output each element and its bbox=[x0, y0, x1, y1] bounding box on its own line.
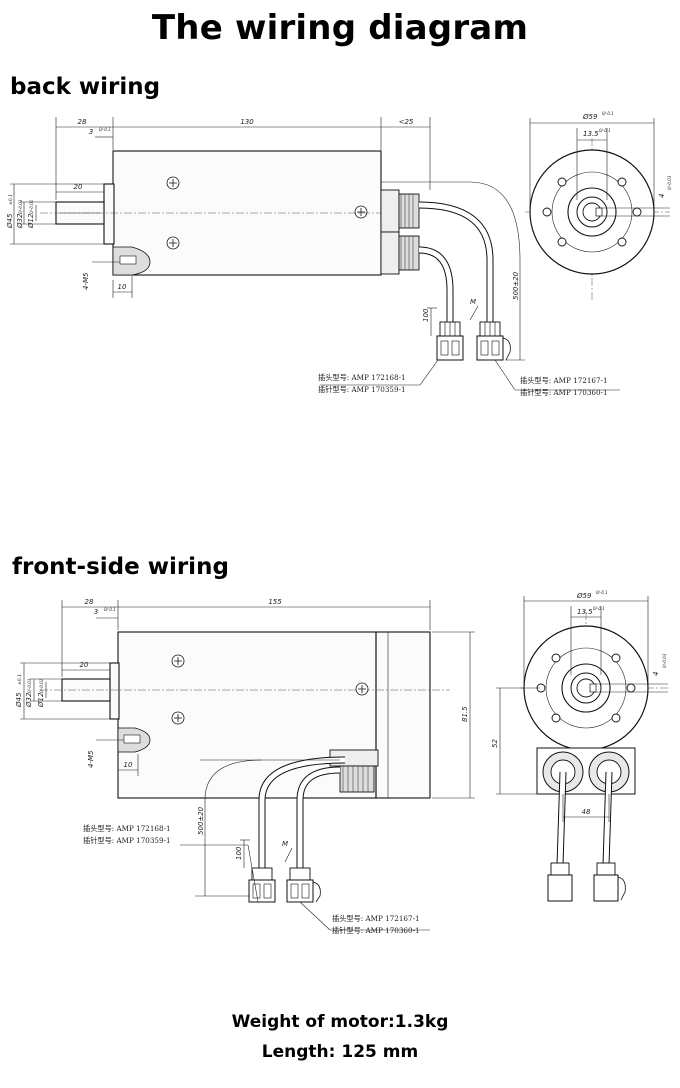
back-dim-130: 130 bbox=[240, 118, 254, 126]
front-end-dim-48: 48 bbox=[582, 808, 591, 816]
front-dim-500: 500±20 bbox=[197, 806, 205, 835]
back-right-pin-label: 插针型号: AMP 170360-1 bbox=[520, 388, 608, 397]
back-flange bbox=[103, 183, 115, 245]
back-dim-100: 100 bbox=[422, 308, 430, 322]
front-dim-81-5: 81.5 bbox=[461, 706, 469, 722]
front-end-dim-13-5: 13.5 bbox=[577, 608, 593, 616]
back-cables bbox=[418, 201, 494, 322]
back-dim-10: 10 bbox=[118, 283, 127, 291]
front-dim-3-tol: 0/-0.1 bbox=[104, 607, 116, 612]
back-dim-45-tol: ±0.1 bbox=[8, 194, 14, 205]
back-dim-m5: 4-M5 bbox=[82, 272, 90, 290]
front-screw-icon bbox=[171, 654, 369, 725]
front-end-dim-4: 4 bbox=[652, 672, 660, 676]
front-flange bbox=[109, 662, 120, 720]
front-dim-28: 28 bbox=[85, 598, 94, 606]
front-left-plug-label: 插头型号: AMP 172168-1 bbox=[83, 824, 171, 833]
motor-length-text: Length: 125 mm bbox=[261, 1042, 419, 1062]
front-cable-gland bbox=[329, 749, 379, 793]
front-left-pin-label: 插针型号: AMP 170359-1 bbox=[83, 836, 171, 845]
back-dim-28: 28 bbox=[78, 118, 87, 126]
front-dim-m5: 4-M5 bbox=[87, 750, 95, 768]
page-title: The wiring diagram bbox=[151, 8, 529, 48]
back-end-dim-4: 4 bbox=[658, 194, 666, 198]
back-dim-3-tol: 0/-0.1 bbox=[99, 127, 111, 132]
back-end-bolt-holes bbox=[542, 177, 642, 247]
front-side-view: 28 3 0/-0.1 155 20 10 4-M5 Ø45 ±0.1 Ø32 … bbox=[15, 598, 475, 935]
back-wiring-heading: back wiring bbox=[10, 74, 161, 100]
front-dim-155: 155 bbox=[268, 598, 282, 606]
front-right-pin-label: 插针型号: AMP 170360-1 bbox=[332, 926, 420, 935]
back-dim-m: M bbox=[470, 298, 476, 306]
back-dim-500: 500±20 bbox=[512, 271, 520, 300]
front-dim-3: 3 bbox=[94, 608, 98, 616]
front-end-dim-13-5-tol: 0/-0.1 bbox=[593, 606, 605, 611]
front-dim-12: Ø12 bbox=[37, 692, 45, 708]
front-cables bbox=[258, 756, 346, 870]
front-end-dim-52: 52 bbox=[491, 739, 499, 748]
front-wiring-heading: front-side wiring bbox=[12, 554, 229, 580]
back-end-dim-59-tol: 0/-0.1 bbox=[602, 111, 614, 116]
back-end-dim-13-5-tol: 0/-0.1 bbox=[599, 128, 611, 133]
back-screw-icon bbox=[166, 176, 368, 250]
front-end-bolt-holes bbox=[536, 653, 636, 723]
back-dim-12-tol: 0/-0.01 bbox=[29, 200, 34, 214]
front-connector-icon bbox=[248, 867, 321, 903]
front-end-dim-4-tol: 0/-0.03 bbox=[662, 653, 667, 668]
back-end-dim-59: Ø59 bbox=[582, 113, 598, 121]
front-end-connector-icon bbox=[547, 862, 626, 902]
front-end-dim-59: Ø59 bbox=[576, 592, 592, 600]
back-end-dim-4-tol: 0/-0.03 bbox=[667, 175, 672, 190]
back-dim-32: Ø32 bbox=[16, 213, 24, 229]
back-end-view: Ø59 0/-0.1 13.5 0/-0.1 4 0/-0.03 bbox=[525, 111, 672, 300]
back-dim-25: <25 bbox=[399, 118, 414, 126]
front-end-view: Ø59 0/-0.1 13.5 0/-0.1 4 0/-0.03 52 48 bbox=[491, 590, 670, 902]
front-dim-20: 20 bbox=[80, 661, 89, 669]
back-dim-20: 20 bbox=[74, 183, 83, 191]
front-dim-10: 10 bbox=[124, 761, 133, 769]
front-dim-32-tol: 0/-0.03 bbox=[27, 678, 32, 693]
back-side-view: 28 3 0/-0.1 130 <25 20 10 4-M5 Ø45 ±0.1 … bbox=[6, 117, 620, 397]
back-dim-3: 3 bbox=[89, 128, 93, 136]
back-dim-12: Ø12 bbox=[27, 213, 35, 229]
front-dim-m: M bbox=[282, 840, 288, 848]
front-dim-12-tol: 0/-0.01 bbox=[39, 679, 44, 693]
back-dim-45: Ø45 bbox=[6, 213, 14, 229]
back-connector-icon bbox=[436, 321, 511, 361]
front-right-plug-label: 插头型号: AMP 172167-1 bbox=[332, 914, 420, 923]
back-right-plug-label: 插头型号: AMP 172167-1 bbox=[520, 376, 608, 385]
front-dimension-lines bbox=[20, 600, 475, 931]
front-dim-45-tol: ±0.1 bbox=[17, 674, 23, 685]
back-left-plug-label: 插头型号: AMP 172168-1 bbox=[318, 373, 406, 382]
front-dim-32: Ø32 bbox=[25, 692, 33, 708]
back-dim-32-tol: 0/-0.03 bbox=[18, 199, 23, 214]
back-cable-gland bbox=[380, 189, 420, 275]
back-end-dim-13-5: 13.5 bbox=[583, 130, 599, 138]
back-dimension-lines bbox=[10, 117, 620, 391]
front-dim-100: 100 bbox=[235, 846, 243, 860]
front-dim-45: Ø45 bbox=[15, 692, 23, 708]
front-end-cables bbox=[556, 771, 613, 866]
back-left-pin-label: 插针型号: AMP 170359-1 bbox=[318, 385, 406, 394]
front-end-dim-59-tol: 0/-0.1 bbox=[596, 590, 608, 595]
motor-weight-text: Weight of motor:1.3kg bbox=[231, 1012, 449, 1032]
